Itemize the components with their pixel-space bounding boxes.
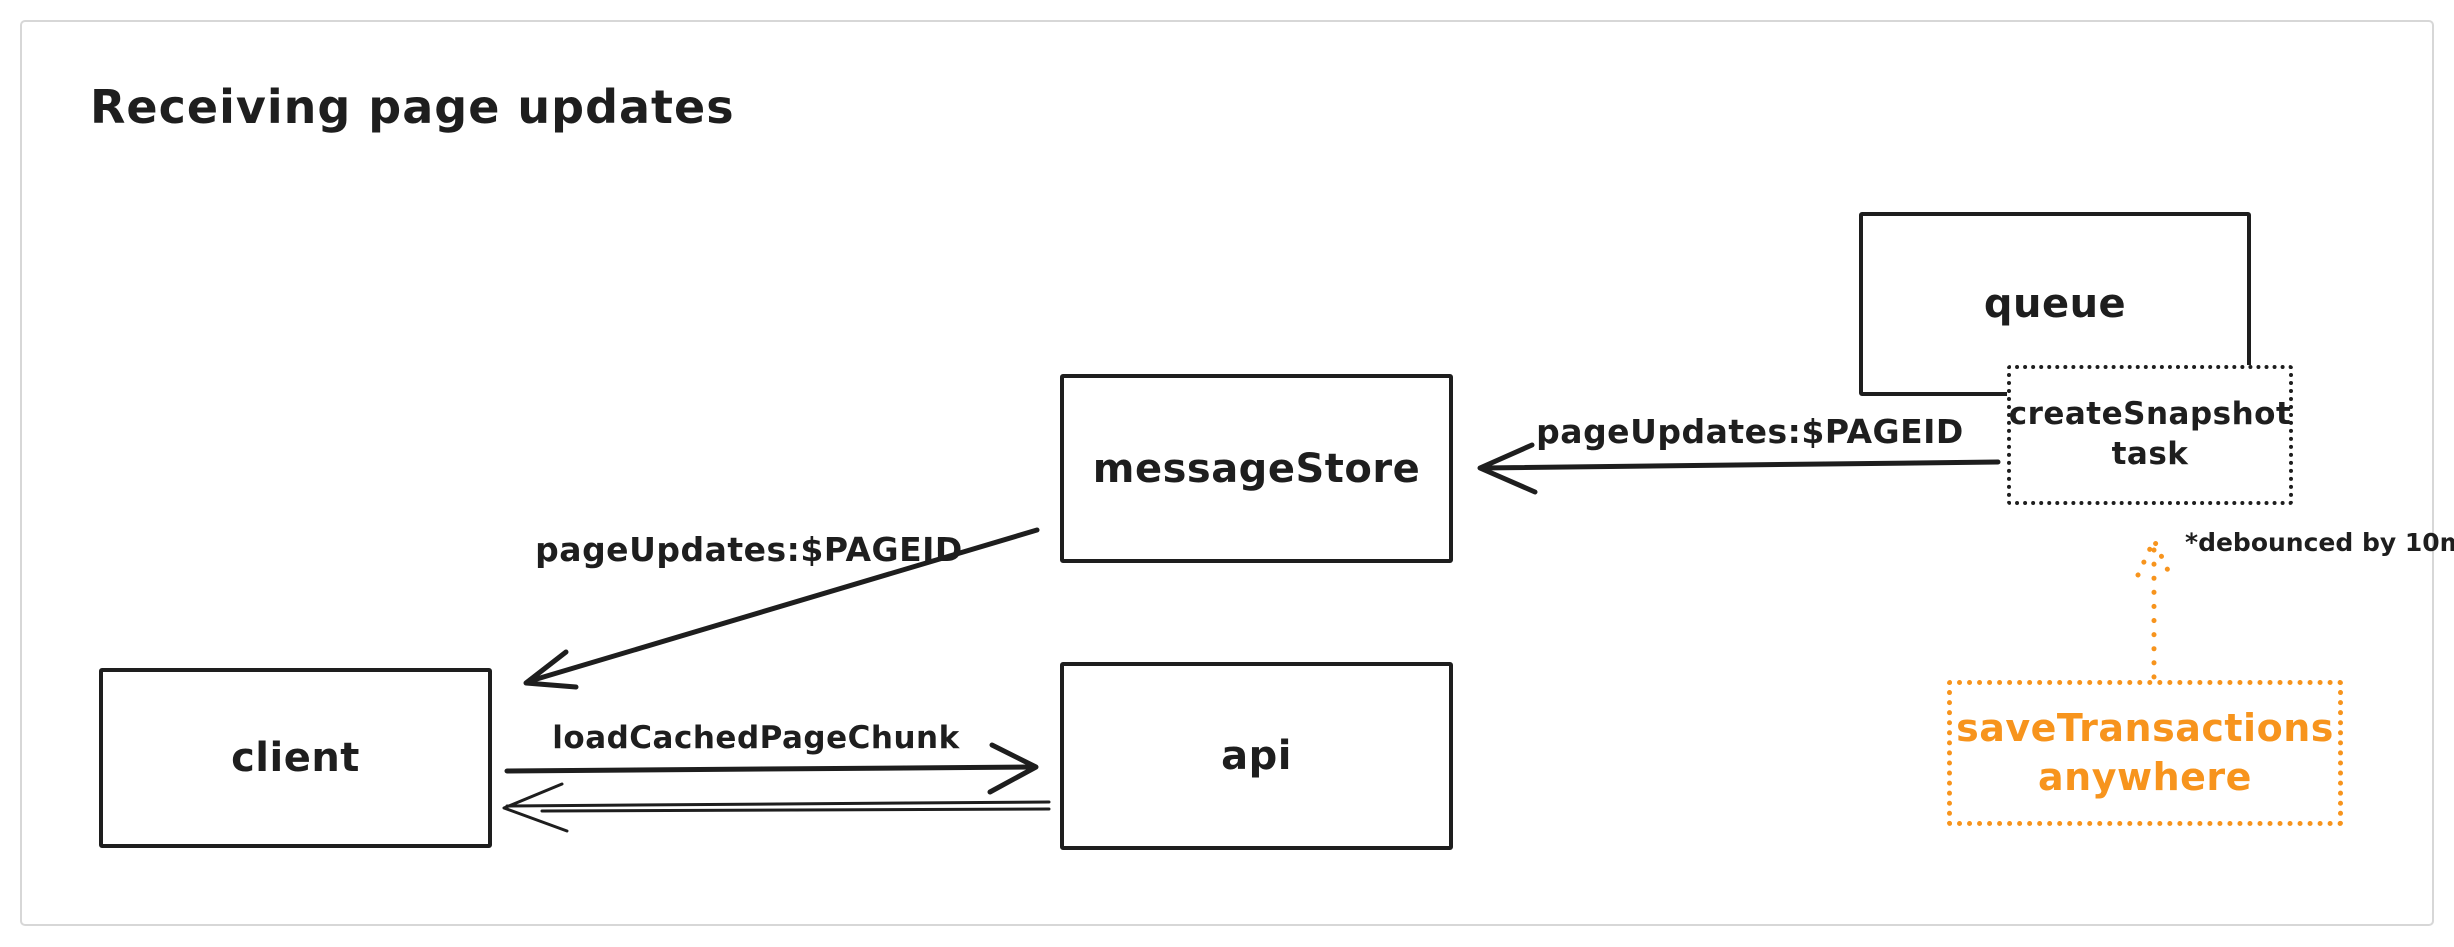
node-create-snapshot-task: createSnapshot task xyxy=(2007,365,2293,505)
node-message-store-label: messageStore xyxy=(1092,445,1421,492)
node-save-transactions-label: saveTransactions anywhere xyxy=(1956,705,2334,799)
node-queue-label: queue xyxy=(1983,281,2127,327)
edge-label-page-updates-right: pageUpdates:$PAGEID xyxy=(1536,412,1964,451)
edge-label-load-cached-page-chunk: loadCachedPageChunk xyxy=(552,720,960,756)
node-client: client xyxy=(99,668,492,848)
node-api: api xyxy=(1060,662,1453,850)
arrow-savetransactions-to-snapshot xyxy=(2135,537,2173,680)
diagram-title: Receiving page updates xyxy=(90,80,735,134)
edge-label-page-updates-left: pageUpdates:$PAGEID xyxy=(535,530,963,569)
node-create-snapshot-task-label: createSnapshot task xyxy=(2008,396,2292,472)
arrow-api-to-client xyxy=(502,782,1051,833)
canvas-frame: Receiving page updates queue messageStor… xyxy=(20,20,2454,926)
debounced-note: *debounced by 10m xyxy=(2185,528,2454,557)
node-message-store: messageStore xyxy=(1060,374,1453,563)
node-save-transactions-anywhere: saveTransactions anywhere xyxy=(1947,680,2343,826)
arrow-snapshot-to-messagestore xyxy=(1477,442,2001,495)
node-api-label: api xyxy=(1221,733,1292,779)
node-client-label: client xyxy=(231,735,360,781)
